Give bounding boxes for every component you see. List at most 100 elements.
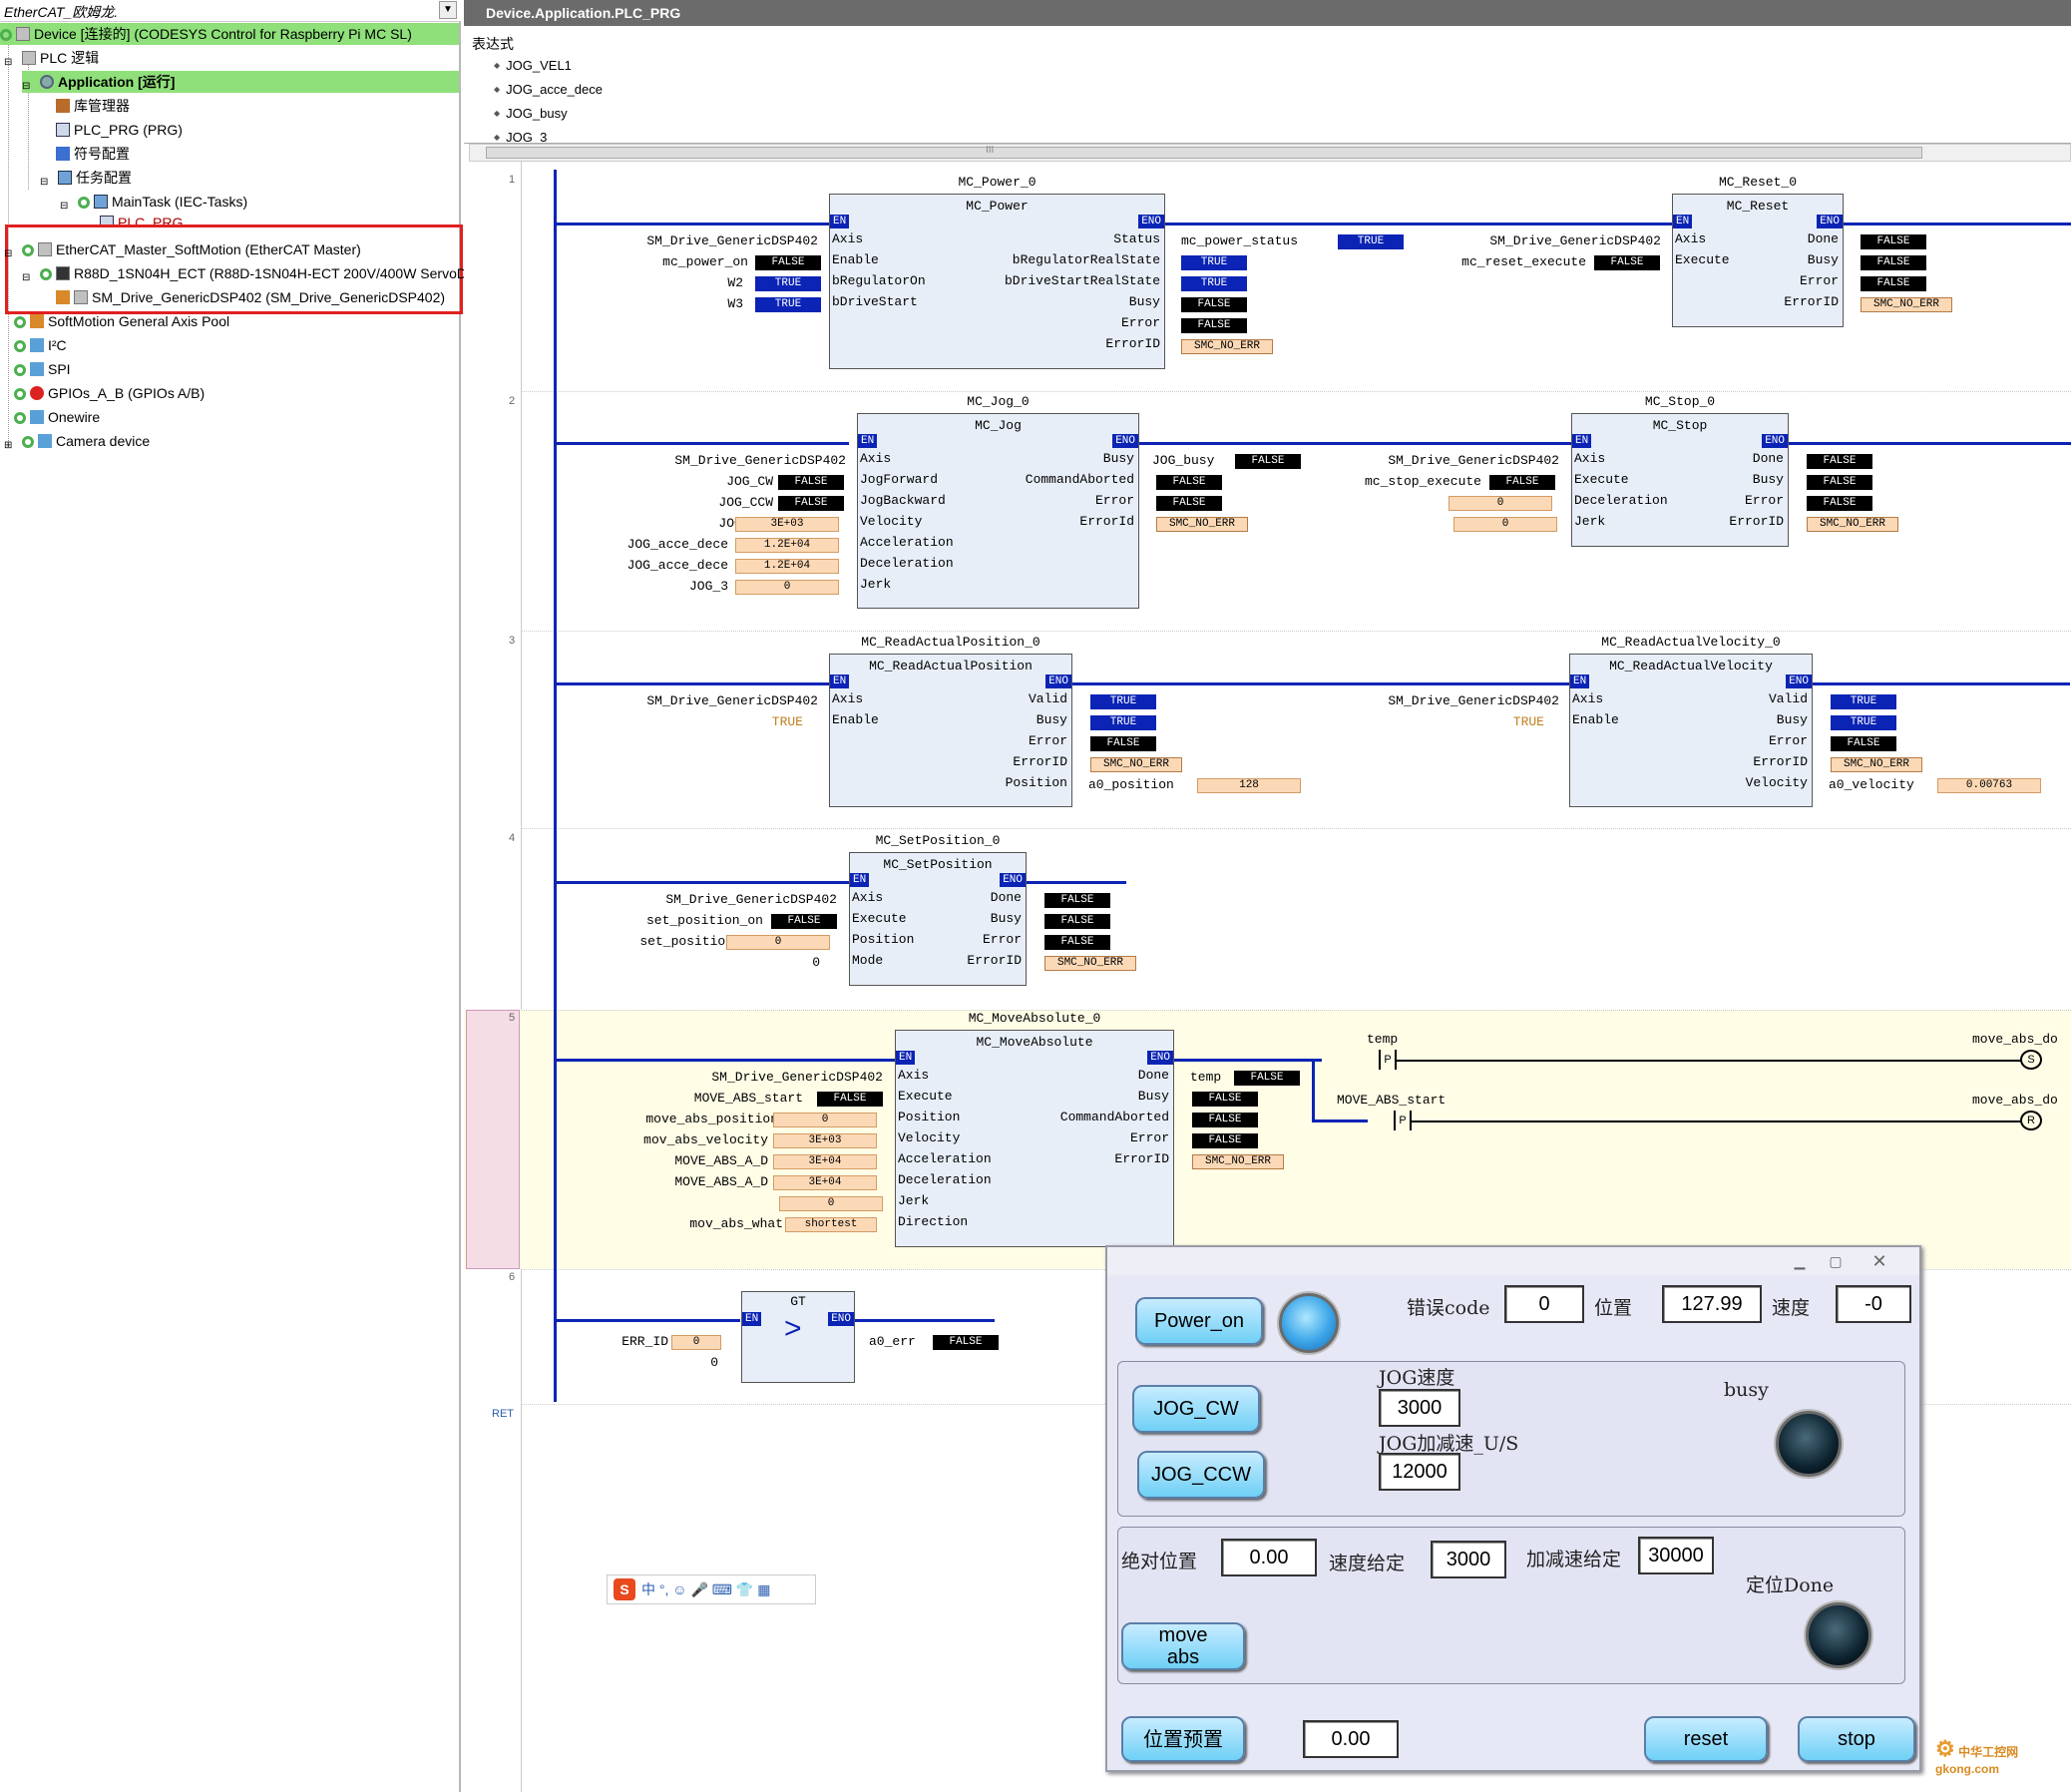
variable[interactable]: mov_abs_velocity: [643, 1132, 768, 1147]
variable[interactable]: mc_power_status: [1181, 233, 1299, 248]
variable[interactable]: JOG_CCW: [718, 495, 773, 510]
jog-speed-field[interactable]: 3000: [1379, 1389, 1460, 1427]
set-coil[interactable]: S: [2020, 1050, 2042, 1070]
coil-variable[interactable]: move_abs_do: [1972, 1032, 2058, 1047]
coil-variable[interactable]: move_abs_do: [1972, 1093, 2058, 1108]
acc-set-field[interactable]: 30000: [1638, 1537, 1714, 1574]
reset-coil[interactable]: R: [2020, 1111, 2042, 1130]
constant[interactable]: 0: [812, 955, 820, 970]
power-on-button[interactable]: Power_on: [1135, 1297, 1263, 1345]
reset-button[interactable]: reset: [1644, 1716, 1768, 1762]
tree-item-axis[interactable]: SM_Drive_GenericDSP402 (SM_Drive_Generic…: [56, 286, 445, 308]
constant[interactable]: TRUE: [1512, 714, 1544, 729]
axis-variable[interactable]: SM_Drive_GenericDSP402: [646, 233, 818, 248]
fb-mc-jog[interactable]: MC_Jog_0 MC_Jog EN ENO Axis JogForward J…: [857, 394, 1139, 609]
variable[interactable]: mc_stop_execute: [1364, 474, 1481, 489]
variable[interactable]: set_position: [639, 934, 733, 949]
abs-position-field[interactable]: 0.00: [1221, 1539, 1317, 1576]
contact-variable[interactable]: MOVE_ABS_start: [1337, 1093, 1447, 1108]
move-abs-button[interactable]: move abs: [1121, 1622, 1245, 1670]
variable[interactable]: mov_abs_what: [689, 1216, 783, 1231]
scrollbar-thumb[interactable]: III: [486, 145, 1922, 159]
constant[interactable]: 0: [710, 1355, 718, 1370]
fb-mc-read-actual-velocity[interactable]: MC_ReadActualVelocity_0 MC_ReadActualVel…: [1569, 635, 1813, 807]
variable[interactable]: W3: [727, 296, 743, 311]
axis-variable[interactable]: SM_Drive_GenericDSP402: [646, 693, 818, 708]
fb-gt[interactable]: GT EN ENO >: [741, 1291, 855, 1383]
variable[interactable]: W2: [727, 275, 743, 290]
editor-tab-title[interactable]: Device.Application.PLC_PRG: [464, 0, 2071, 26]
variable[interactable]: JOG_CW: [726, 474, 773, 489]
fb-mc-read-actual-position[interactable]: MC_ReadActualPosition_0 MC_ReadActualPos…: [829, 635, 1072, 807]
maximize-icon[interactable]: ▢: [1829, 1253, 1843, 1269]
axis-variable[interactable]: SM_Drive_GenericDSP402: [1489, 233, 1661, 248]
speed-set-field[interactable]: 3000: [1431, 1541, 1506, 1578]
variable[interactable]: MOVE_ABS_start: [693, 1091, 803, 1106]
stop-button[interactable]: stop: [1798, 1716, 1915, 1762]
tree-item-library-manager[interactable]: 库管理器: [56, 95, 130, 117]
close-icon[interactable]: ✕: [1871, 1251, 1887, 1271]
variable[interactable]: MOVE_ABS_A_D: [674, 1174, 768, 1189]
variable[interactable]: JOG_3: [688, 579, 728, 594]
watch-row[interactable]: JOG_3: [494, 130, 547, 142]
p-contact[interactable]: P: [1394, 1111, 1412, 1130]
tree-item-camera[interactable]: ⊞Camera device: [4, 430, 150, 452]
fb-mc-move-absolute[interactable]: MC_MoveAbsolute_0 MC_MoveAbsolute EN ENO…: [895, 1011, 1174, 1247]
contact-variable[interactable]: temp: [1367, 1032, 1399, 1047]
position-preset-button[interactable]: 位置预置: [1121, 1716, 1245, 1762]
variable[interactable]: mc_reset_execute: [1461, 254, 1586, 269]
horizontal-scrollbar[interactable]: III: [469, 144, 2071, 162]
fb-mc-stop[interactable]: MC_Stop_0 MC_Stop EN ENO Axis Execute De…: [1571, 394, 1789, 547]
fb-input-pin: Deceleration: [860, 556, 954, 571]
axis-variable[interactable]: SM_Drive_GenericDSP402: [665, 892, 837, 907]
tree-item-maintask[interactable]: ⊟MainTask (IEC-Tasks): [60, 191, 247, 213]
variable[interactable]: JOG_busy: [1152, 453, 1215, 468]
variable[interactable]: JOG_acce_dece: [626, 537, 728, 552]
tree-item-task-config[interactable]: ⊟任务配置: [40, 167, 132, 189]
constant[interactable]: TRUE: [771, 714, 803, 729]
variable[interactable]: move_abs_position: [645, 1112, 778, 1126]
p-contact[interactable]: P: [1379, 1050, 1397, 1070]
tree-item-spi[interactable]: SPI: [14, 358, 71, 380]
tree-item-application[interactable]: ⊟Application [运行]: [22, 71, 459, 93]
tree-item-device[interactable]: Device [连接的] (CODESYS Control for Raspbe…: [0, 23, 459, 45]
watch-row[interactable]: JOG_acce_dece: [494, 82, 603, 97]
position-preset-field[interactable]: 0.00: [1303, 1720, 1399, 1758]
tree-item-symbol-config[interactable]: 符号配置: [56, 143, 130, 165]
variable[interactable]: temp: [1190, 1070, 1222, 1085]
fb-output-pin: ErrorID: [967, 953, 1022, 968]
variable[interactable]: a0_position: [1088, 777, 1174, 792]
tree-item-i2c[interactable]: I²C: [14, 334, 67, 356]
axis-variable[interactable]: SM_Drive_GenericDSP402: [1388, 693, 1559, 708]
variable[interactable]: MOVE_ABS_A_D: [674, 1153, 768, 1168]
tree-item-ethercat-master[interactable]: ⊟EtherCAT_Master_SoftMotion (EtherCAT Ma…: [4, 238, 361, 260]
jog-cw-button[interactable]: JOG_CW: [1132, 1385, 1260, 1433]
fb-type: MC_MoveAbsolute: [976, 1035, 1093, 1050]
minimize-icon[interactable]: ▁: [1794, 1253, 1806, 1269]
variable[interactable]: a0_err: [869, 1334, 916, 1349]
axis-variable[interactable]: SM_Drive_GenericDSP402: [1388, 453, 1559, 468]
tree-item-servo-drive[interactable]: ⊟R88D_1SN04H_ECT (R88D-1SN04H-ECT 200V/4…: [22, 262, 467, 284]
fb-mc-power[interactable]: MC_Power_0 MC_Power EN ENO Axis Enable b…: [829, 175, 1165, 369]
watch-row[interactable]: JOG_VEL1: [494, 58, 572, 73]
variable[interactable]: set_position_on: [645, 913, 763, 928]
dropdown-icon[interactable]: ▼: [439, 1, 457, 19]
axis-variable[interactable]: SM_Drive_GenericDSP402: [711, 1070, 883, 1085]
tree-item-onewire[interactable]: Onewire: [14, 406, 100, 428]
tree-item-gpio[interactable]: GPIOs_A_B (GPIOs A/B): [14, 382, 205, 404]
axis-variable[interactable]: SM_Drive_GenericDSP402: [674, 453, 846, 468]
watch-row[interactable]: JOG_busy: [494, 106, 567, 121]
variable[interactable]: mc_power_on: [662, 254, 748, 269]
variable[interactable]: a0_velocity: [1829, 777, 1914, 792]
variable[interactable]: ERR_ID: [621, 1334, 668, 1349]
variable[interactable]: JOG_acce_dece: [626, 558, 728, 573]
fb-mc-reset[interactable]: MC_Reset_0 MC_Reset EN ENO Axis Execute …: [1672, 175, 1844, 327]
tree-item-plc-prg[interactable]: PLC_PRG (PRG): [56, 119, 183, 141]
tree-item-plc-logic[interactable]: ⊟PLC 逻辑: [4, 47, 99, 69]
fb-mc-set-position[interactable]: MC_SetPosition_0 MC_SetPosition EN ENO A…: [849, 833, 1027, 986]
jog-acc-field[interactable]: 12000: [1379, 1453, 1460, 1491]
bool-value: FALSE: [1489, 475, 1555, 490]
jog-ccw-button[interactable]: JOG_CCW: [1137, 1451, 1265, 1499]
tree-item-axis-pool[interactable]: SoftMotion General Axis Pool: [14, 310, 229, 332]
